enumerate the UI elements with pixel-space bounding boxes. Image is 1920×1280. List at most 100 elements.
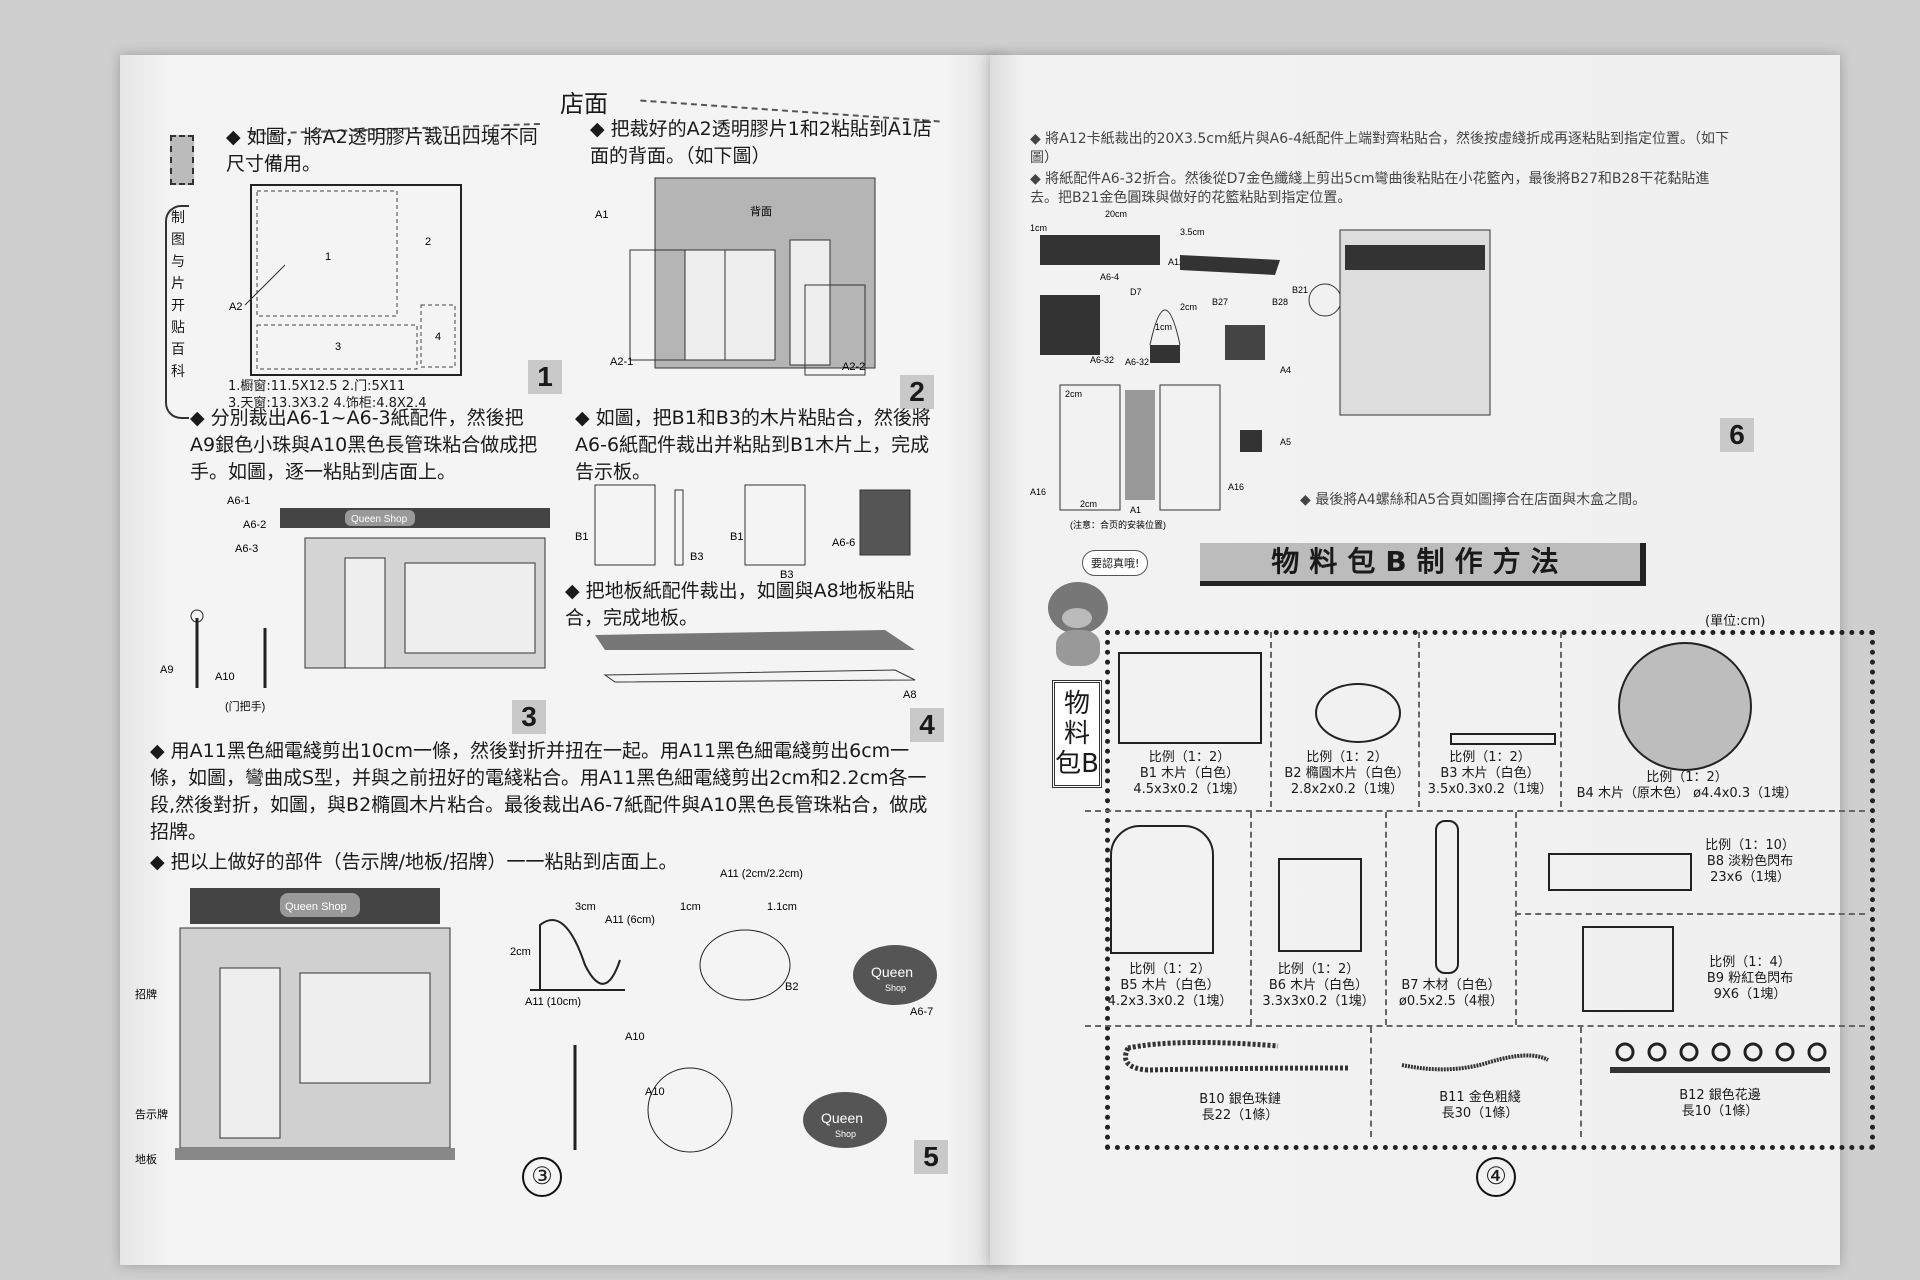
name: B9 粉紅色閃布 — [1706, 971, 1794, 986]
b28-label: B28 — [1272, 297, 1288, 307]
scale: 比例（1：4） — [1709, 955, 1791, 970]
2cm-handle-label: 2cm — [1180, 302, 1197, 312]
name: B3 木片（白色） — [1440, 766, 1540, 781]
name: B11 金色粗綫 — [1439, 1090, 1521, 1105]
d7-label: D7 — [1130, 287, 1142, 297]
piece-4-label: 4 — [435, 331, 441, 343]
b5-shape — [1110, 825, 1214, 954]
scale: 比例（1：2） — [1646, 770, 1728, 785]
size: 長30（1條） — [1441, 1106, 1519, 1121]
size: 3.5x0.3x0.2（1塊） — [1427, 782, 1553, 797]
queen-text: Queen — [871, 964, 913, 980]
name: B7 木材（白色） — [1401, 978, 1501, 993]
size: 9X6（1塊） — [1713, 987, 1787, 1002]
name: B1 木片（白色） — [1139, 766, 1240, 781]
material-b6: 比例（1：2）B6 木片（白色）3.3x3x0.2（1塊） — [1252, 962, 1385, 1010]
b27-label: B27 — [1212, 297, 1228, 307]
a11-6cm-label: A11 (6cm) — [605, 914, 655, 926]
material-b1: 比例（1：2）B1 木片（白色）4.5x3x0.2（1塊） — [1112, 750, 1267, 798]
awning-instruction: 將A12卡紙裁出的20X3.5cm紙片與A6-4紙配件上端對齊粘貼合，然後按虛綫… — [1030, 130, 1730, 168]
material-b11: B11 金色粗綫長30（1條） — [1400, 1090, 1560, 1122]
side-marker — [170, 135, 194, 185]
divider — [1515, 913, 1865, 915]
signboard-label: 招牌 — [135, 987, 157, 1001]
step-number-2: 2 — [900, 375, 934, 409]
size: 長22（1條） — [1201, 1108, 1279, 1123]
a2-2-label: A2-2 — [842, 361, 865, 373]
3-5cm-label: 3.5cm — [1180, 227, 1205, 237]
piece-1-label: 1 — [325, 251, 331, 263]
scale: 比例（1：2） — [1148, 750, 1231, 765]
hinge-note: (注意：合页的安装位置) — [1070, 519, 1166, 530]
a16-label-1: A16 — [1030, 487, 1046, 497]
step5-text-1: 用A11黑色細電綫剪出10cm一條，然後對折并扭在一起。用A11黑色細電綫剪出6… — [150, 738, 940, 846]
b1-label-2: B1 — [730, 531, 743, 543]
step2-diagram: A1 背面 A2-1 A2-2 — [595, 177, 876, 376]
divider — [1560, 632, 1562, 807]
a8-label: A8 — [903, 689, 916, 700]
shop-text-2: Shop — [835, 1129, 856, 1139]
divider — [1580, 1027, 1582, 1137]
size: 4.5x3x0.2（1塊） — [1133, 782, 1246, 797]
b12-shape — [1610, 1042, 1830, 1073]
divider — [1385, 812, 1387, 1025]
b9-shape — [1582, 926, 1674, 1012]
pack-label: 物料包B — [1052, 680, 1102, 788]
scale: 比例（1：2） — [1449, 750, 1531, 765]
b6-shape — [1278, 858, 1362, 952]
name: B2 橢圓木片（白色） — [1284, 766, 1410, 781]
b3-label-2: B3 — [780, 569, 793, 580]
size: ø0.5x2.5（4根） — [1398, 994, 1504, 1009]
a1-label: A1 — [595, 209, 608, 221]
page-title: 店面 — [560, 90, 608, 118]
1cm-basket-label: 1cm — [1155, 322, 1172, 332]
floor-label: 地板 — [135, 1152, 157, 1166]
divider — [1250, 812, 1252, 1025]
back-label: 背面 — [750, 204, 772, 218]
step4-notice-diagram: B1 B3 B1 B3 A6-6 — [575, 484, 911, 580]
a6-3-label: A6-3 — [235, 543, 258, 555]
b2-label: B2 — [785, 981, 798, 993]
2cm-label: 2cm — [510, 946, 531, 958]
step-number-5: 5 — [914, 1140, 948, 1174]
step2-text: 把裁好的A2透明膠片1和2粘貼到A1店面的背面。（如下圖） — [590, 116, 950, 170]
bubble-text: 要認真哦! — [1082, 550, 1149, 576]
2cm-bottom-label: 2cm — [1080, 499, 1097, 509]
page-number-right: ④ — [1476, 1157, 1516, 1197]
page-number-left: ③ — [522, 1157, 562, 1197]
a1-label-hinge: A1 — [1130, 505, 1141, 515]
scale: 比例（1：2） — [1277, 962, 1360, 977]
a10-label: A10 — [215, 671, 235, 683]
step5-text-2: 把以上做好的部件（告示牌/地板/招牌）一一粘貼到店面上。 — [150, 849, 850, 876]
b1-label: B1 — [575, 531, 588, 543]
a6-6-label: A6-6 — [832, 537, 855, 549]
material-b5: 比例（1：2）B5 木片（白色）4.2x3.3x0.2（1塊） — [1090, 962, 1250, 1010]
name: B6 木片（白色） — [1268, 978, 1369, 993]
notice-label: 告示牌 — [135, 1107, 168, 1121]
material-b12: B12 銀色花邊長10（1條） — [1640, 1088, 1800, 1120]
step4-floor-diagram: A8 — [595, 630, 916, 700]
a2-1-label: A2-1 — [610, 356, 633, 368]
b8-shape — [1548, 853, 1692, 891]
name: B12 銀色花邊 — [1679, 1088, 1761, 1103]
a6-2-label: A6-2 — [243, 519, 266, 531]
a16-label-2: A16 — [1228, 482, 1244, 492]
3cm-label: 3cm — [575, 901, 596, 913]
a11-10cm-label: A11 (10cm) — [525, 996, 581, 1008]
divider — [1085, 1025, 1865, 1027]
storefront-final-diagram: Queen Shop 招牌 告示牌 地板 — [135, 888, 455, 1166]
scale: 比例（1：10） — [1705, 838, 1795, 853]
size: 23x6（1塊） — [1710, 870, 1790, 885]
size: 長10（1條） — [1681, 1104, 1759, 1119]
step1-text: 如圖，將A2透明膠片裁出四塊不同尺寸備用。 — [226, 124, 546, 178]
handle-label: (门把手) — [225, 699, 265, 713]
a12-label: A12 — [1168, 257, 1184, 267]
a4-label: A4 — [1280, 365, 1291, 375]
a10-label-2: A10 — [645, 1086, 665, 1098]
1cm-label: 1cm — [680, 901, 701, 913]
a6-1-label: A6-1 — [227, 495, 250, 507]
name: B10 銀色珠鏈 — [1199, 1092, 1281, 1107]
shop-sign-text: Queen Shop — [285, 901, 347, 913]
